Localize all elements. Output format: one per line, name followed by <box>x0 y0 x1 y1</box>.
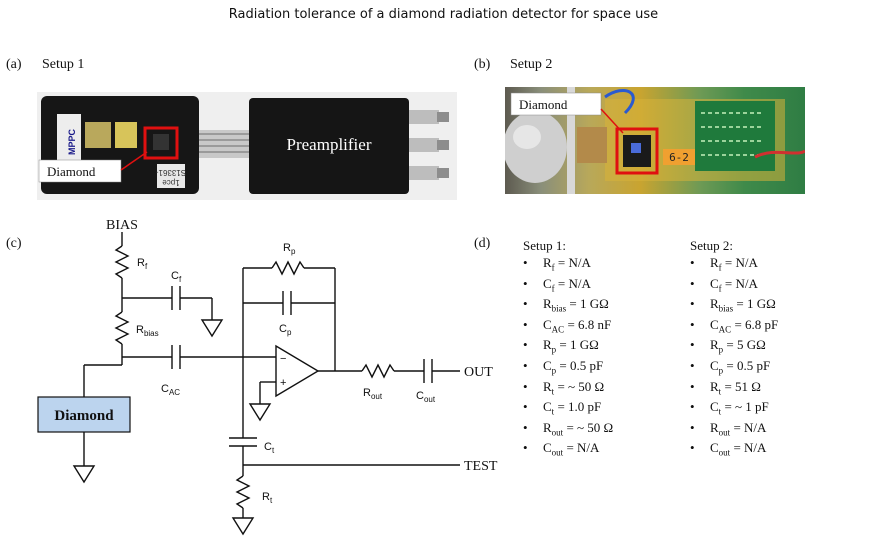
opamp <box>275 344 320 398</box>
panel-c-label: (c) <box>6 236 22 251</box>
panel-d-label: (d) <box>474 236 491 251</box>
param-item: Rt = ~ 50 Ω <box>523 379 613 400</box>
resistor-rt <box>235 475 251 509</box>
label-out: OUT <box>464 365 493 380</box>
param-item: Rbias = 1 GΩ <box>523 296 613 317</box>
diamond-box <box>37 396 131 433</box>
diamond-callout-b: Diamond <box>519 97 568 112</box>
panel-a-title: Setup 1 <box>42 57 85 72</box>
diamond-highlight-b <box>615 127 659 175</box>
setup-1-header: Setup 1: <box>523 238 566 253</box>
param-item: CAC = 6.8 nF <box>523 317 613 338</box>
opamp-minus: − <box>280 353 286 365</box>
param-list-setup-1: Setup 1: Rf = N/ACf = N/ARbias = 1 GΩCAC… <box>523 238 613 461</box>
param-item: Cout = N/A <box>690 440 778 461</box>
ground-cf <box>200 319 224 338</box>
label-bias: BIAS <box>106 218 138 233</box>
label-test: TEST <box>464 459 498 474</box>
label-rbias: Rbias <box>136 324 159 338</box>
param-item: Cout = N/A <box>523 440 613 461</box>
mppc-sticker: MPPC <box>67 129 77 156</box>
label-rt: Rt <box>262 491 273 505</box>
param-item: Rout = N/A <box>690 420 778 441</box>
figure-title: Radiation tolerance of a diamond radiati… <box>228 7 659 22</box>
resistor-rout <box>361 363 395 379</box>
photo-setup-2: 6-2 Diamond <box>505 87 805 194</box>
label-cf: Cf <box>171 270 182 284</box>
param-item: Rout = ~ 50 Ω <box>523 420 613 441</box>
label-cout: Cout <box>416 390 436 404</box>
panel-b-title: Setup 2 <box>510 57 553 72</box>
resistor-rf <box>114 245 130 279</box>
panel-a-label: (a) <box>6 57 22 72</box>
ground-diamond <box>72 465 96 484</box>
opamp-plus: + <box>280 377 286 389</box>
diamond-highlight-a <box>143 126 179 160</box>
label-ct: Ct <box>264 441 275 455</box>
svg-text:1pce: 1pce <box>162 178 180 187</box>
param-item: Cp = 0.5 pF <box>690 358 778 379</box>
param-item: Rp = 5 GΩ <box>690 337 778 358</box>
param-item: Rbias = 1 GΩ <box>690 296 778 317</box>
param-item: Rf = N/A <box>523 255 613 276</box>
ground-rt <box>231 517 255 536</box>
photo-setup-1: MPPC S13361- 1pce Diamond Preamplifier <box>37 92 457 200</box>
ground-opamp <box>248 403 272 422</box>
param-item: Cf = N/A <box>690 276 778 297</box>
label-rp: Rp <box>283 242 296 256</box>
preamplifier-box <box>249 98 409 194</box>
label-rf: Rf <box>137 257 148 271</box>
diamond-box-label: Diamond <box>54 408 114 424</box>
preamplifier-label: Preamplifier <box>287 135 372 154</box>
label-rout: Rout <box>363 387 383 401</box>
param-item: CAC = 6.8 pF <box>690 317 778 338</box>
resistor-rp <box>271 260 305 276</box>
label-cp: Cp <box>279 323 292 337</box>
param-list-setup-2: Setup 2: Rf = N/ACf = N/ARbias = 1 GΩCAC… <box>690 238 778 461</box>
param-item: Cp = 0.5 pF <box>523 358 613 379</box>
diamond-callout-a: Diamond <box>47 164 96 179</box>
param-item: Rt = 51 Ω <box>690 379 778 400</box>
board-tag: 6-2 <box>669 151 689 164</box>
param-item: Rp = 1 GΩ <box>523 337 613 358</box>
resistor-rbias <box>114 311 130 345</box>
panel-b-label: (b) <box>474 57 491 72</box>
param-item: Ct = ~ 1 pF <box>690 399 778 420</box>
param-item: Ct = 1.0 pF <box>523 399 613 420</box>
label-cac: CAC <box>161 383 180 397</box>
svg-text:S13361-: S13361- <box>156 168 187 177</box>
param-item: Rf = N/A <box>690 255 778 276</box>
param-item: Cf = N/A <box>523 276 613 297</box>
setup-2-header: Setup 2: <box>690 238 733 253</box>
